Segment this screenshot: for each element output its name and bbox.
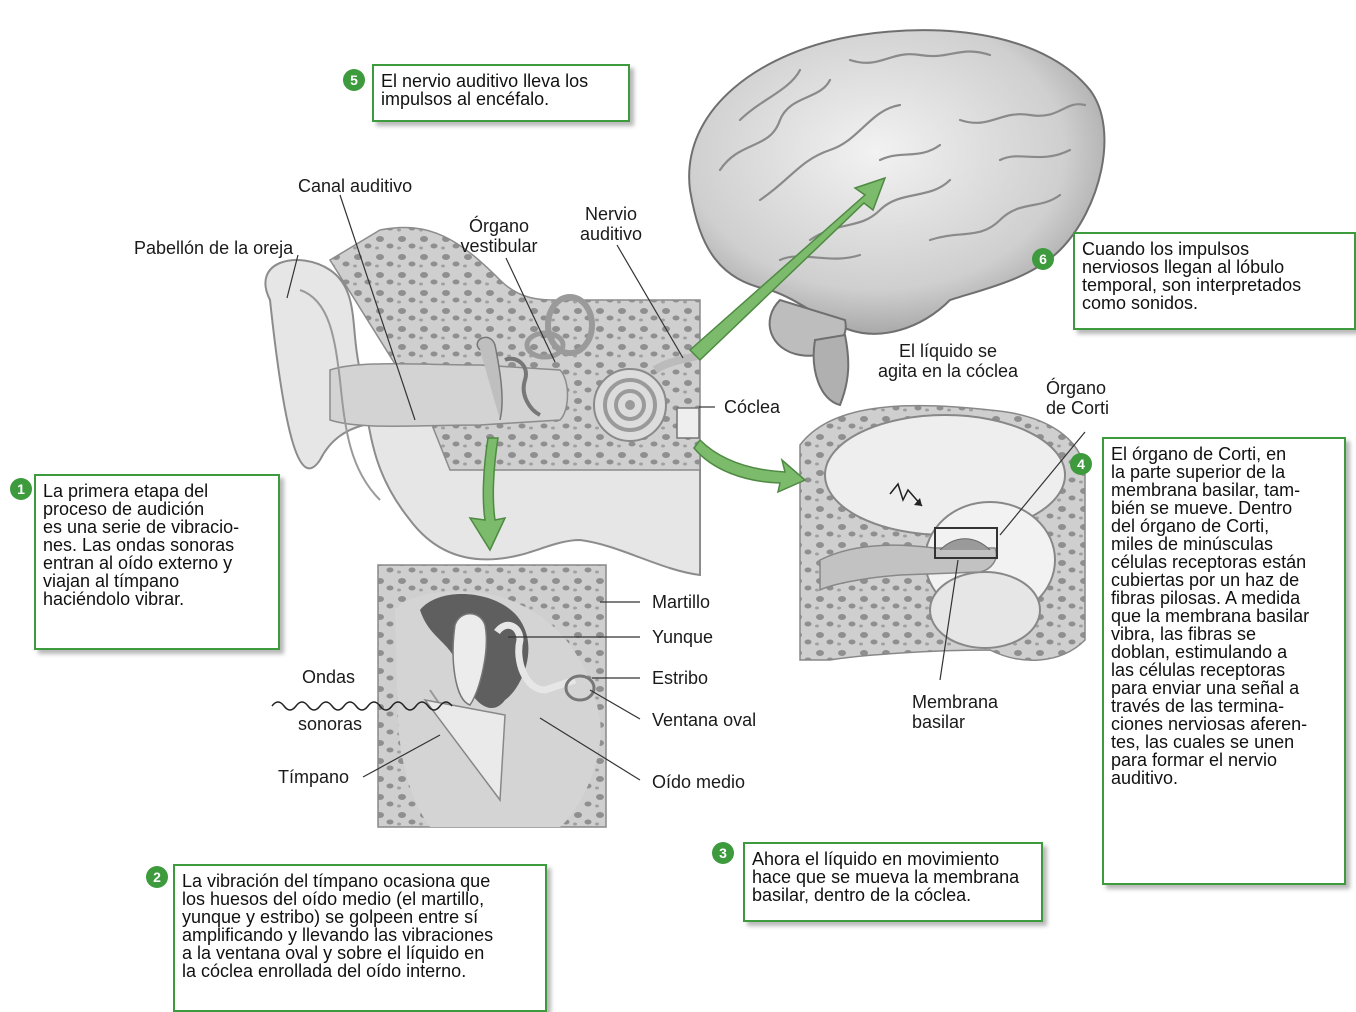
step-box-5: El nervio auditivo lleva los impulsos al… [372, 64, 630, 122]
label-nervio-auditivo: Nervio auditivo [566, 204, 656, 244]
step-box-1: La primera etapa del proceso de audición… [34, 474, 280, 650]
label-martillo: Martillo [652, 592, 710, 612]
step-badge-5: 5 [343, 69, 365, 91]
label-canal-auditivo: Canal auditivo [298, 176, 412, 196]
label-pabellon-oreja: Pabellón de la oreja [134, 238, 293, 258]
label-coclea: Cóclea [724, 397, 780, 417]
step-badge-2: 2 [146, 866, 168, 888]
step-text-6: Cuando los impulsos nerviosos llegan al … [1082, 240, 1347, 312]
step-text-5: El nervio auditivo lleva los impulsos al… [381, 72, 621, 108]
step-text-2: La vibración del tímpano ocasiona que lo… [182, 872, 538, 980]
step-box-6: Cuando los impulsos nerviosos llegan al … [1073, 232, 1356, 330]
label-ventana-oval: Ventana oval [652, 710, 756, 730]
label-membrana-basilar: Membrana basilar [912, 692, 998, 732]
middle-ear-inset [378, 565, 606, 827]
step-box-4: El órgano de Corti, en la parte superior… [1102, 437, 1346, 885]
label-sonoras: sonoras [298, 714, 362, 734]
label-yunque: Yunque [652, 627, 713, 647]
label-organo-vestibular: Órgano vestibular [444, 216, 554, 256]
step-badge-4: 4 [1070, 453, 1092, 475]
step-box-2: La vibración del tímpano ocasiona que lo… [173, 864, 547, 1012]
step-badge-3: 3 [712, 842, 734, 864]
label-oido-medio: Oído medio [652, 772, 745, 792]
cochlea-cross-section [800, 406, 1085, 661]
step-badge-6: 6 [1032, 248, 1054, 270]
step-text-1: La primera etapa del proceso de audición… [43, 482, 271, 608]
label-estribo: Estribo [652, 668, 708, 688]
step-text-4: El órgano de Corti, en la parte superior… [1111, 445, 1337, 787]
label-liquido-coclea: El líquido se agita en la cóclea [858, 341, 1038, 381]
label-organo-corti: Órgano de Corti [1046, 378, 1109, 418]
label-timpano: Tímpano [278, 767, 349, 787]
label-ondas: Ondas [302, 667, 355, 687]
step-box-3: Ahora el líquido en movimiento hace que … [743, 842, 1043, 922]
step-badge-1: 1 [10, 478, 32, 500]
step-text-3: Ahora el líquido en movimiento hace que … [752, 850, 1034, 904]
